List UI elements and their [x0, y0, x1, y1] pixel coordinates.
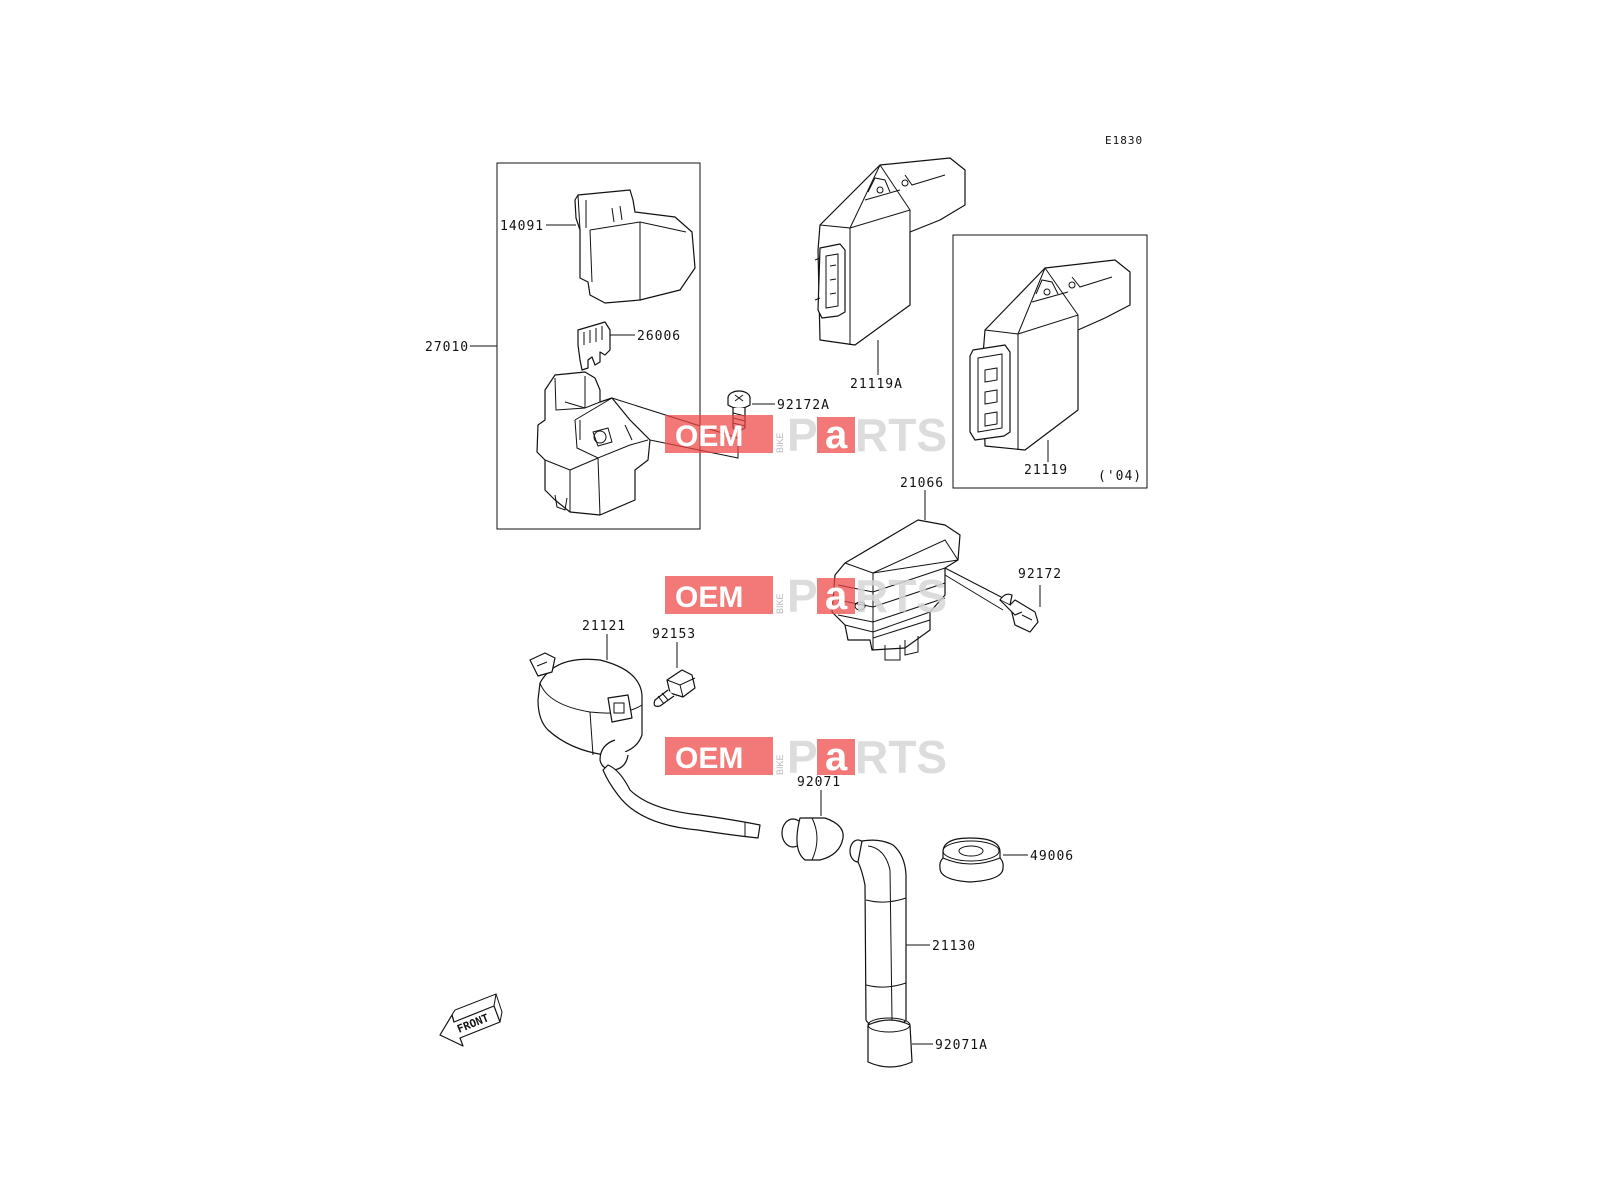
label-92172A[interactable]: 92172A — [777, 398, 830, 413]
ignition-coil-21121[interactable] — [529, 652, 643, 771]
bolt-92172[interactable] — [999, 593, 1039, 633]
relay-cover-14091[interactable] — [574, 189, 696, 304]
label-21119A[interactable]: 21119A — [850, 377, 903, 392]
svg-text:a: a — [825, 413, 848, 457]
label-27010[interactable]: 27010 — [425, 340, 469, 355]
label-92071[interactable]: 92071 — [797, 775, 841, 790]
label-21119-note[interactable]: ('04) — [1098, 469, 1142, 484]
label-14091[interactable]: 14091 — [500, 219, 544, 234]
svg-text:P: P — [787, 409, 818, 461]
box-21119-2004 — [952, 234, 1148, 489]
watermark-1: OEM BIKE P a RTS — [665, 409, 947, 461]
svg-text:P: P — [787, 731, 818, 783]
label-49006[interactable]: 49006 — [1030, 849, 1074, 864]
label-21119[interactable]: 21119 — [1024, 463, 1068, 478]
label-92071A[interactable]: 92071A — [935, 1038, 988, 1053]
svg-text:OEM: OEM — [675, 420, 743, 453]
svg-text:BIKE: BIKE — [775, 754, 785, 775]
svg-text:RTS: RTS — [855, 570, 947, 622]
igniter-21119A[interactable] — [814, 157, 966, 346]
label-92153[interactable]: 92153 — [652, 627, 696, 642]
igniter-21119[interactable] — [969, 259, 1131, 451]
svg-text:BIKE: BIKE — [775, 432, 785, 453]
svg-text:RTS: RTS — [855, 731, 947, 783]
label-21121[interactable]: 21121 — [582, 619, 626, 634]
plug-cap-21130[interactable] — [849, 839, 907, 1029]
watermark-2: OEM BIKE P a RTS — [665, 570, 947, 622]
cap-92071[interactable] — [781, 817, 844, 861]
svg-text:OEM: OEM — [675, 581, 743, 614]
diagram-code: E1830 — [1105, 134, 1143, 147]
label-26006[interactable]: 26006 — [637, 329, 681, 344]
regulator-21066[interactable] — [831, 519, 961, 661]
svg-text:OEM: OEM — [675, 742, 743, 775]
svg-text:P: P — [787, 570, 818, 622]
svg-text:a: a — [825, 735, 848, 779]
svg-text:BIKE: BIKE — [775, 593, 785, 614]
grommet-49006[interactable] — [939, 837, 1004, 883]
label-92172[interactable]: 92172 — [1018, 567, 1062, 582]
bolt-92153[interactable] — [653, 669, 696, 707]
leader-regulator-bolt — [944, 567, 1004, 611]
watermark-3: OEM BIKE P a RTS — [665, 731, 947, 783]
high-tension-lead[interactable] — [602, 764, 761, 839]
svg-text:a: a — [825, 574, 848, 618]
svg-text:RTS: RTS — [855, 409, 947, 461]
label-21066[interactable]: 21066 — [900, 476, 944, 491]
front-arrow-icon: FRONT — [439, 993, 503, 1047]
label-21130[interactable]: 21130 — [932, 939, 976, 954]
starter-relay-body[interactable] — [536, 371, 651, 516]
boot-92071A[interactable] — [867, 1017, 913, 1068]
fuse-26006[interactable] — [577, 321, 611, 371]
